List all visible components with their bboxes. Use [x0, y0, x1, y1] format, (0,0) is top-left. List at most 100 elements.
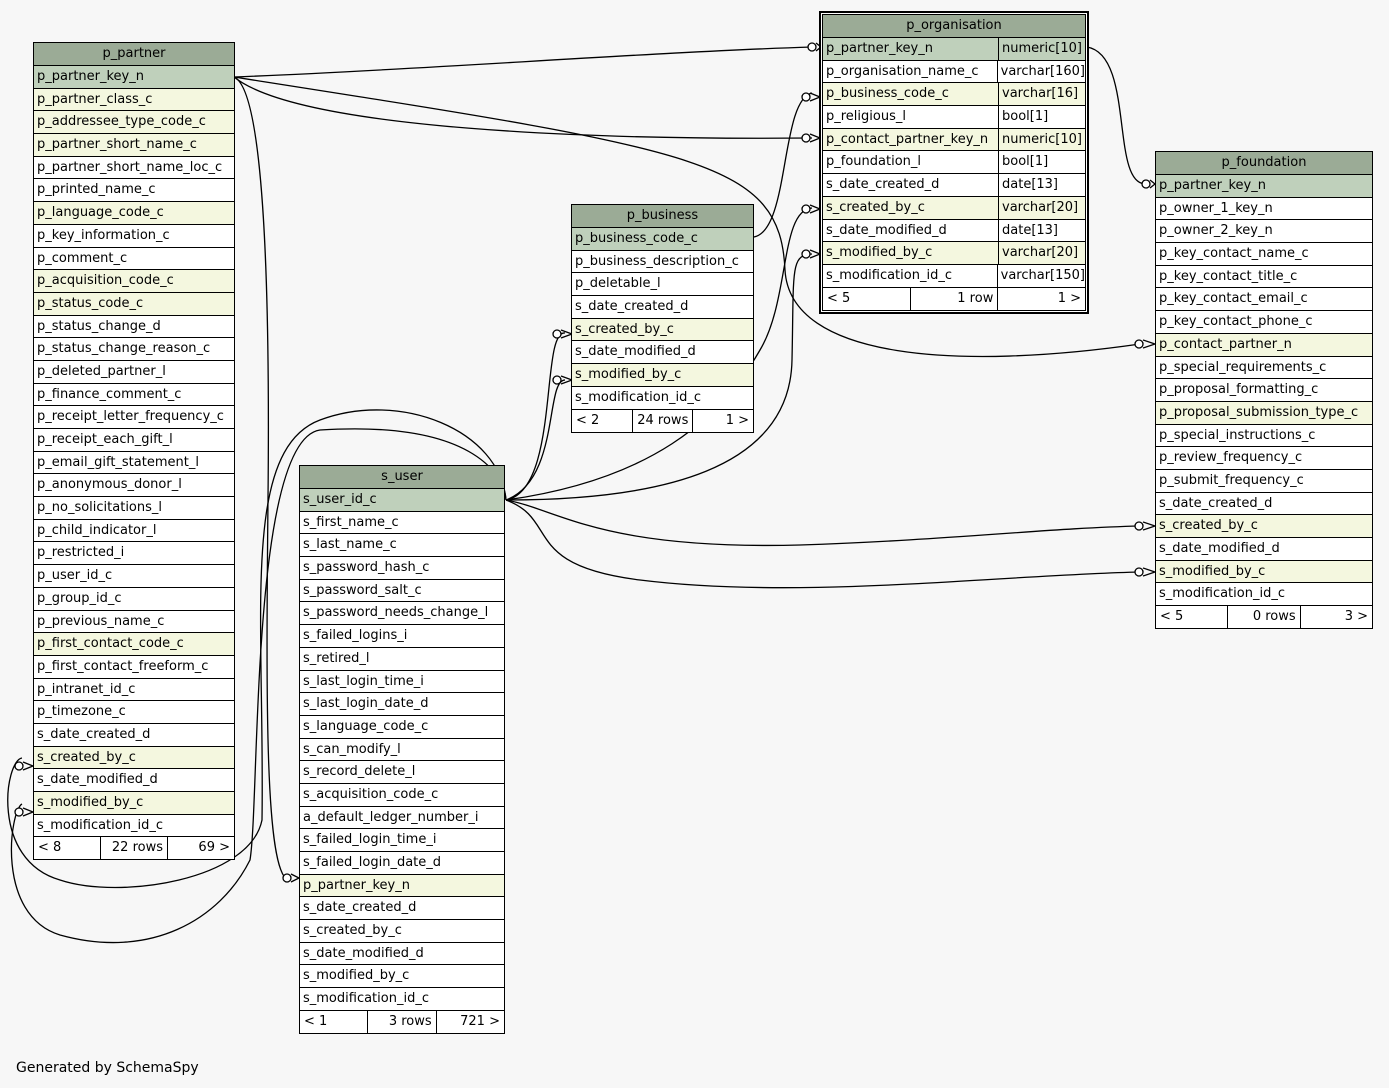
column-row[interactable]: a_default_ledger_number_i — [300, 807, 504, 830]
column-row[interactable]: p_partner_key_n — [1156, 175, 1372, 198]
column-row[interactable]: s_date_modified_d — [1156, 538, 1372, 561]
column-row[interactable]: p_status_change_d — [34, 316, 234, 339]
column-row[interactable]: p_first_contact_code_c — [34, 633, 234, 656]
column-row[interactable]: p_restricted_i — [34, 542, 234, 566]
footer-parents[interactable]: < 8 — [38, 840, 62, 856]
column-row[interactable]: p_contact_partner_n — [1156, 333, 1372, 357]
column-row[interactable]: s_user_id_c — [300, 489, 504, 512]
column-row[interactable]: p_acquisition_code_c — [34, 270, 234, 293]
footer-children[interactable]: 69 > — [167, 837, 234, 860]
column-row[interactable]: p_key_contact_email_c — [1156, 288, 1372, 312]
column-row[interactable]: p_partner_key_n — [34, 66, 234, 89]
column-row[interactable]: s_modification_id_c — [300, 988, 504, 1011]
column-row[interactable]: p_intranet_id_c — [34, 679, 234, 702]
column-row[interactable]: p_partner_short_name_loc_c — [34, 157, 234, 180]
column-row[interactable]: p_email_gift_statement_l — [34, 452, 234, 475]
column-row[interactable]: p_proposal_submission_type_c — [1156, 401, 1372, 425]
column-row[interactable]: p_previous_name_c — [34, 611, 234, 634]
column-row[interactable]: s_password_hash_c — [300, 557, 504, 580]
footer-children[interactable]: 1 > — [997, 287, 1085, 310]
column-row[interactable]: p_business_description_c — [572, 251, 753, 274]
column-row[interactable]: s_password_salt_c — [300, 580, 504, 603]
column-row[interactable]: p_submit_frequency_c — [1156, 470, 1372, 493]
column-row[interactable]: s_retired_l — [300, 648, 504, 671]
column-row[interactable]: p_status_change_reason_c — [34, 338, 234, 361]
column-row[interactable]: s_modified_by_c — [300, 965, 504, 989]
column-row[interactable]: p_partner_key_n — [300, 874, 504, 898]
column-row[interactable]: s_last_name_c — [300, 534, 504, 558]
column-row[interactable]: s_created_by_c — [300, 920, 504, 943]
column-row[interactable]: p_owner_2_key_n — [1156, 220, 1372, 244]
column-row[interactable]: s_date_created_d — [1156, 493, 1372, 516]
column-row[interactable]: s_date_created_d — [34, 724, 234, 747]
footer-parents[interactable]: < 2 — [576, 412, 600, 428]
column-row[interactable]: p_addressee_type_code_c — [34, 111, 234, 135]
column-row[interactable]: s_date_created_d — [572, 296, 753, 319]
footer-parents[interactable]: < 5 — [1160, 609, 1184, 625]
column-row[interactable]: p_key_contact_phone_c — [1156, 311, 1372, 334]
footer-children[interactable]: 3 > — [1299, 606, 1372, 629]
column-row[interactable]: s_modification_id_c — [572, 387, 753, 410]
column-row[interactable]: p_language_code_c — [34, 202, 234, 225]
column-row[interactable]: s_date_modified_d — [572, 341, 753, 365]
column-row[interactable]: p_child_indicator_l — [34, 520, 234, 543]
column-row[interactable]: p_key_information_c — [34, 225, 234, 248]
column-row[interactable]: p_partner_short_name_c — [34, 134, 234, 157]
column-row[interactable]: p_status_code_c — [34, 292, 234, 316]
column-row[interactable]: p_deletable_l — [572, 273, 753, 297]
column-row[interactable]: s_first_name_c — [300, 512, 504, 535]
footer-parents[interactable]: < 1 — [304, 1013, 328, 1029]
column-row[interactable]: s_last_login_time_i — [300, 671, 504, 694]
column-row[interactable]: s_record_delete_l — [300, 761, 504, 784]
column-row[interactable]: p_anonymous_donor_l — [34, 474, 234, 498]
column-row[interactable]: p_owner_1_key_n — [1156, 198, 1372, 221]
column-row[interactable]: s_created_by_c — [34, 746, 234, 770]
column-row[interactable]: s_date_created_d — [300, 897, 504, 921]
column-row[interactable]: p_special_instructions_c — [1156, 425, 1372, 448]
column-row[interactable]: s_modified_by_c — [572, 364, 753, 387]
column-row[interactable]: s_modification_id_c — [1156, 583, 1372, 607]
column-row[interactable]: p_group_id_c — [34, 588, 234, 611]
column-row[interactable]: s_failed_logins_i — [300, 625, 504, 648]
column-row[interactable]: p_receipt_letter_frequency_c — [34, 406, 234, 429]
column-row[interactable]: s_failed_login_date_d — [300, 852, 504, 875]
footer-children[interactable]: 721 > — [435, 1010, 504, 1033]
column-row[interactable]: s_language_code_c — [300, 716, 504, 739]
column-row[interactable]: p_business_code_c — [572, 228, 753, 251]
column-row[interactable]: p_receipt_each_gift_l — [34, 429, 234, 452]
column-row[interactable]: p_key_contact_name_c — [1156, 243, 1372, 266]
column-row[interactable]: s_created_by_c — [1156, 515, 1372, 538]
column-row[interactable]: p_key_contact_title_c — [1156, 266, 1372, 289]
column-row[interactable]: p_printed_name_c — [34, 179, 234, 203]
column-row[interactable]: s_acquisition_code_c — [300, 784, 504, 807]
column-row[interactable]: p_deleted_partner_l — [34, 361, 234, 384]
footer-children[interactable]: 1 > — [692, 409, 753, 432]
footer-parents[interactable]: < 5 — [827, 290, 851, 306]
column-row[interactable]: p_timezone_c — [34, 701, 234, 724]
column-row[interactable]: p_review_frequency_c — [1156, 447, 1372, 470]
column-row[interactable]: s_failed_login_time_i — [300, 829, 504, 852]
column-row[interactable]: p_user_id_c — [34, 565, 234, 588]
column-row[interactable]: s_can_modify_l — [300, 739, 504, 762]
column-row[interactable]: s_date_modified_d — [34, 769, 234, 792]
column-row[interactable]: s_last_login_date_d — [300, 693, 504, 716]
column-row[interactable]: p_partner_class_c — [34, 88, 234, 112]
column-row[interactable]: p_first_contact_freeform_c — [34, 656, 234, 679]
column-row[interactable]: s_password_needs_change_l — [300, 602, 504, 626]
column-row[interactable]: s_created_by_c — [572, 318, 753, 342]
